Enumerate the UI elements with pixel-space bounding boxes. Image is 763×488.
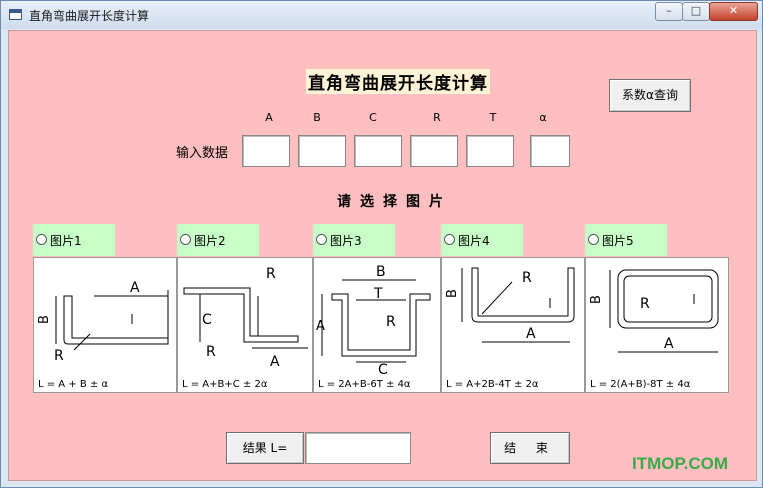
column-label-r: R: [433, 111, 441, 124]
radio-option-4[interactable]: 图片4: [441, 224, 523, 256]
svg-text:B: B: [589, 295, 604, 304]
radio-label: 图片4: [458, 234, 490, 248]
bend-diagram-1-icon: A B R: [37, 280, 169, 364]
result-field[interactable]: [305, 432, 411, 464]
svg-text:R: R: [266, 266, 276, 282]
column-label-a: A: [265, 111, 273, 124]
diagram-picture-3[interactable]: B T R C A L = 2A+B-6T ± 4α: [313, 257, 441, 393]
svg-text:R: R: [206, 344, 216, 360]
radio-label: 图片1: [50, 234, 82, 248]
input-t-field[interactable]: [466, 135, 514, 167]
diagram-picture-4[interactable]: R A B L = A+2B-4T ± 2α: [441, 257, 585, 393]
svg-text:C: C: [202, 312, 212, 328]
maximize-button[interactable]: □: [682, 2, 710, 21]
radio-option-3[interactable]: 图片3: [313, 224, 395, 256]
radio-icon[interactable]: [588, 234, 599, 245]
formula-text: L = A+2B-4T ± 2α: [446, 379, 539, 390]
bend-diagram-2-icon: C R R A: [183, 266, 308, 370]
radio-icon[interactable]: [36, 234, 47, 245]
close-button[interactable]: ✕: [709, 2, 758, 21]
input-c-field[interactable]: [354, 135, 402, 167]
svg-text:A: A: [664, 336, 674, 352]
formula-text: L = 2A+B-6T ± 4α: [318, 379, 411, 390]
radio-icon[interactable]: [180, 234, 191, 245]
svg-text:B: B: [445, 289, 460, 298]
input-r-field[interactable]: [410, 135, 458, 167]
svg-text:B: B: [376, 264, 386, 280]
formula-text: L = A + B ± α: [38, 379, 109, 390]
end-button[interactable]: 结 束: [490, 432, 570, 464]
radio-option-5[interactable]: 图片5: [585, 224, 667, 256]
app-icon[interactable]: [9, 9, 22, 20]
formula-text: L = A+B+C ± 2α: [182, 379, 268, 390]
bend-diagram-5-icon: R A B: [589, 269, 719, 353]
column-label-alpha: α: [539, 111, 547, 124]
diagram-picture-1[interactable]: A B R L = A + B ± α: [33, 257, 177, 393]
svg-text:T: T: [373, 286, 383, 302]
radio-label: 图片5: [602, 234, 634, 248]
input-alpha-field[interactable]: [530, 135, 570, 167]
input-b-field[interactable]: [298, 135, 346, 167]
coefficient-query-button[interactable]: 系数α查询: [609, 79, 691, 112]
formula-text: L = 2(A+B)-8T ± 4α: [590, 379, 691, 390]
svg-text:A: A: [316, 319, 325, 334]
minimize-button[interactable]: –: [655, 2, 683, 21]
watermark-logo: ITMOP.COM: [632, 454, 729, 473]
radio-option-2[interactable]: 图片2: [177, 224, 259, 256]
svg-text:R: R: [54, 348, 64, 364]
svg-text:A: A: [270, 354, 280, 370]
radio-icon[interactable]: [444, 234, 455, 245]
svg-text:B: B: [37, 315, 52, 324]
svg-text:A: A: [526, 326, 536, 342]
column-label-b: B: [313, 111, 321, 124]
window-title: 直角弯曲展开长度计算: [29, 9, 150, 23]
form-area: 直角弯曲展开长度计算 系数α查询 A B C R T α 输入数据 请选择图片 …: [8, 30, 757, 481]
svg-text:R: R: [386, 314, 396, 330]
result-label: 结果 L=: [226, 432, 304, 464]
radio-label: 图片3: [330, 234, 362, 248]
column-label-t: T: [489, 111, 497, 124]
radio-icon[interactable]: [316, 234, 327, 245]
page-title: 直角弯曲展开长度计算: [306, 69, 490, 94]
input-data-label: 输入数据: [176, 146, 229, 161]
svg-text:R: R: [522, 270, 532, 286]
radio-option-1[interactable]: 图片1: [33, 224, 115, 256]
bend-diagram-4-icon: R A B: [445, 267, 575, 343]
svg-text:C: C: [378, 362, 388, 378]
radio-label: 图片2: [194, 234, 226, 248]
input-a-field[interactable]: [242, 135, 290, 167]
column-label-c: C: [369, 111, 377, 124]
bend-diagram-3-icon: B T R C A: [316, 264, 431, 378]
svg-text:R: R: [640, 296, 650, 312]
diagram-picture-2[interactable]: C R R A L = A+B+C ± 2α: [177, 257, 313, 393]
diagram-picture-5[interactable]: R A B L = 2(A+B)-8T ± 4α: [585, 257, 729, 393]
svg-text:A: A: [130, 280, 140, 296]
select-picture-title: 请选择图片: [337, 194, 452, 210]
title-bar[interactable]: 直角弯曲展开长度计算 – □ ✕: [1, 1, 762, 29]
